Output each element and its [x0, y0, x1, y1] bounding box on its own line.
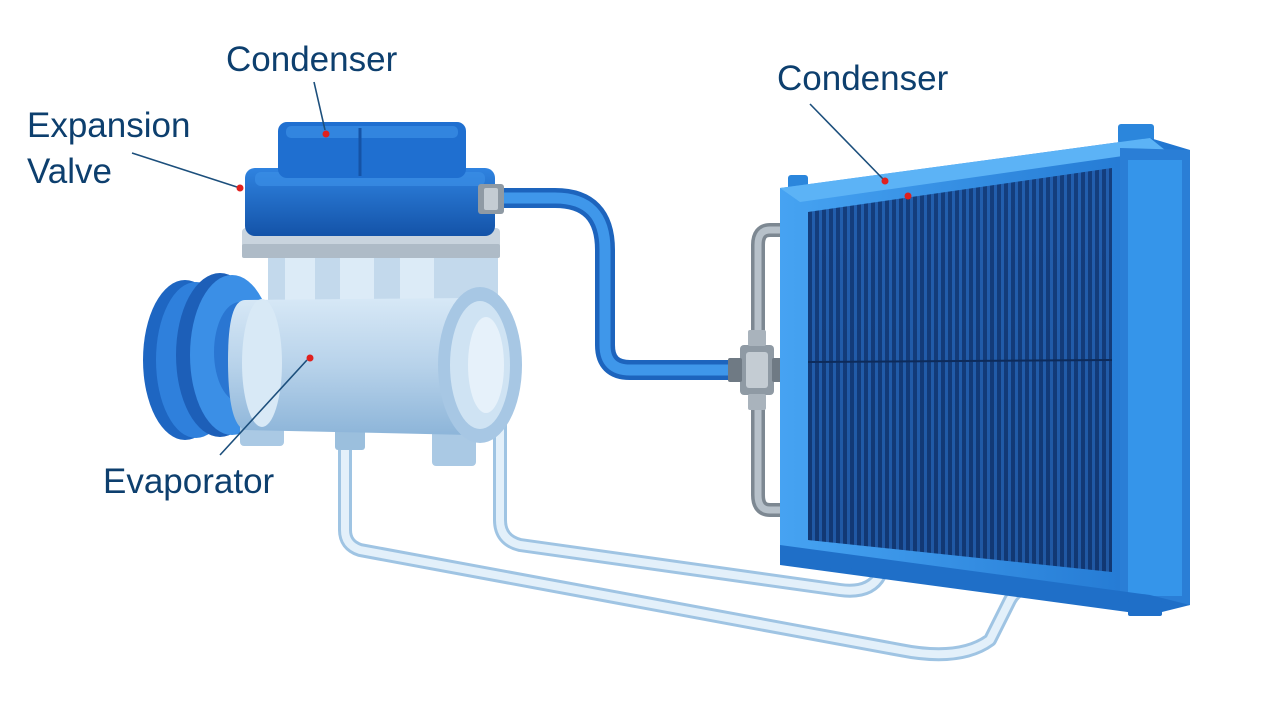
- leader-evaporator: [219, 359, 308, 456]
- label-top-condenser: Condenser: [226, 40, 398, 79]
- marker-dot-evaporator: [306, 354, 314, 362]
- leader-top-condenser: [313, 81, 326, 131]
- label-expansion-line1: Expansion: [27, 106, 191, 145]
- discharge-pipe: [485, 188, 745, 380]
- compressor-body: [228, 228, 522, 466]
- label-expansion-line2: Valve: [27, 152, 112, 191]
- leader-condenser: [809, 103, 885, 181]
- marker-dot-expansion-valve: [236, 184, 244, 192]
- label-condenser: Condenser: [777, 59, 949, 98]
- label-evaporator: Evaporator: [103, 462, 275, 501]
- valve-fitting: [728, 330, 786, 410]
- leader-expansion-valve: [131, 152, 241, 189]
- marker-dots: [236, 130, 912, 362]
- condenser-radiator: [780, 124, 1190, 616]
- marker-dot-condenser-core: [904, 192, 912, 200]
- marker-dot-top-condenser: [322, 130, 330, 138]
- valve-housing: [245, 122, 504, 236]
- leader-lines: [131, 81, 885, 456]
- marker-dot-condenser: [881, 177, 889, 185]
